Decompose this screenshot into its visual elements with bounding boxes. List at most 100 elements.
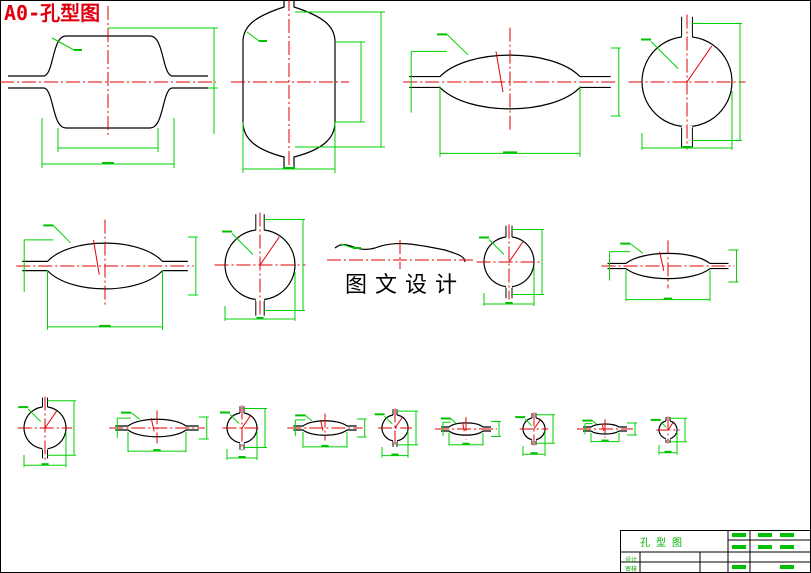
pass-profile-9: [601, 240, 739, 302]
leader-tag: [374, 413, 385, 416]
radius-leader: [508, 241, 524, 263]
dimension-value-mark: [462, 442, 470, 445]
pass-profile-4: [628, 14, 746, 150]
radius-leader: [667, 422, 674, 431]
title-block-field: [758, 533, 772, 537]
title-block-drawing-name: 孔型图: [640, 538, 688, 549]
leader-line: [27, 408, 42, 423]
radius-leader: [686, 45, 713, 83]
leader-line: [446, 34, 469, 56]
radius-leader: [495, 51, 504, 93]
leader-tag: [259, 40, 267, 42]
leader-tag: [353, 247, 361, 249]
dimension-value-mark: [601, 439, 609, 442]
title-block-field: [780, 545, 794, 549]
title-block-field: [758, 545, 772, 549]
leader-line: [384, 415, 393, 425]
pass-profile-11: [109, 410, 209, 453]
dimension-value-mark: [238, 456, 246, 458]
radius-leader: [150, 417, 155, 432]
leader-tag: [620, 242, 631, 245]
dimension-value-mark: [283, 167, 295, 169]
radius-leader: [44, 410, 57, 429]
title-block: [620, 530, 811, 573]
pass-profile-10: [17, 396, 76, 468]
title-block-field: [732, 545, 746, 549]
title-block-field: [780, 533, 794, 537]
leader-tag: [74, 49, 82, 51]
leader-line: [246, 31, 260, 42]
leader-line: [660, 421, 667, 428]
leader-line: [229, 414, 240, 424]
dimension-value-mark: [663, 297, 673, 300]
leader-tag: [582, 419, 593, 422]
radius-leader: [241, 415, 251, 429]
radius-leader: [659, 251, 665, 271]
leader-tag: [515, 416, 526, 419]
title-block-field: [732, 565, 746, 569]
leader-line: [231, 233, 254, 255]
pass-profiles: [0, 0, 746, 468]
pass-profile-3: [403, 27, 621, 157]
radius-leader: [93, 239, 100, 275]
pass-profile-7: [327, 240, 473, 272]
radius-leader: [394, 417, 403, 429]
pass-outline: [334, 242, 466, 263]
pass-profile-14: [374, 408, 418, 458]
radius-leader: [320, 419, 324, 431]
leader-line: [340, 243, 354, 249]
pass-profile-16: [515, 412, 555, 457]
leader-line: [629, 243, 644, 254]
pass-profile-2: [231, 0, 385, 173]
dimension-value-mark: [102, 162, 114, 164]
dimension-value-mark: [505, 302, 513, 304]
leader-tag: [43, 224, 54, 227]
dimension-value-mark: [391, 453, 399, 456]
leader-tag: [641, 38, 651, 41]
dimension-value-mark: [321, 444, 329, 447]
leader-line: [52, 225, 71, 244]
radius-leader: [462, 422, 465, 432]
leader-tag: [650, 418, 661, 421]
leader-line: [650, 41, 679, 69]
leader-tag: [222, 230, 232, 233]
dimension-value-mark: [99, 324, 111, 327]
pass-profile-6: [214, 212, 306, 321]
title-block-design-label: 设计: [625, 557, 638, 564]
radius-leader: [259, 236, 280, 266]
leader-tag: [220, 411, 230, 414]
dimension-value-mark: [153, 449, 161, 452]
dimension-value-mark: [503, 151, 517, 154]
leader-line: [130, 412, 140, 420]
watermark-text: 图文设计: [330, 269, 480, 303]
pass-profile-13: [287, 413, 367, 448]
dimension-value-mark: [664, 450, 672, 453]
leader-tag: [120, 411, 131, 414]
pass-profile-18: [650, 416, 687, 455]
dimension-value-mark: [256, 317, 264, 319]
leader-tag: [437, 33, 447, 36]
title-block-check-label: 审核: [625, 566, 638, 573]
pass-profile-8: [476, 224, 544, 306]
leader-line: [51, 37, 75, 51]
leader-line: [488, 239, 505, 255]
leader-line: [592, 420, 597, 425]
radius-leader: [601, 423, 605, 431]
leader-tag: [18, 406, 29, 409]
radius-leader: [533, 419, 541, 430]
leader-line: [524, 418, 533, 427]
pass-profile-1: [0, 6, 218, 168]
pass-profile-17: [577, 419, 637, 443]
sheet-title: A0-孔型图: [4, 1, 101, 25]
pass-profile-15: [435, 417, 501, 446]
dimension-value-mark: [41, 463, 49, 466]
pass-profile-12: [220, 405, 267, 460]
pass-profile-5: [16, 219, 198, 330]
leader-line: [304, 415, 313, 422]
leader-tag: [440, 417, 451, 420]
leader-line: [450, 418, 457, 424]
dimension-value-mark: [682, 146, 692, 148]
dimension-value-mark: [530, 452, 538, 455]
